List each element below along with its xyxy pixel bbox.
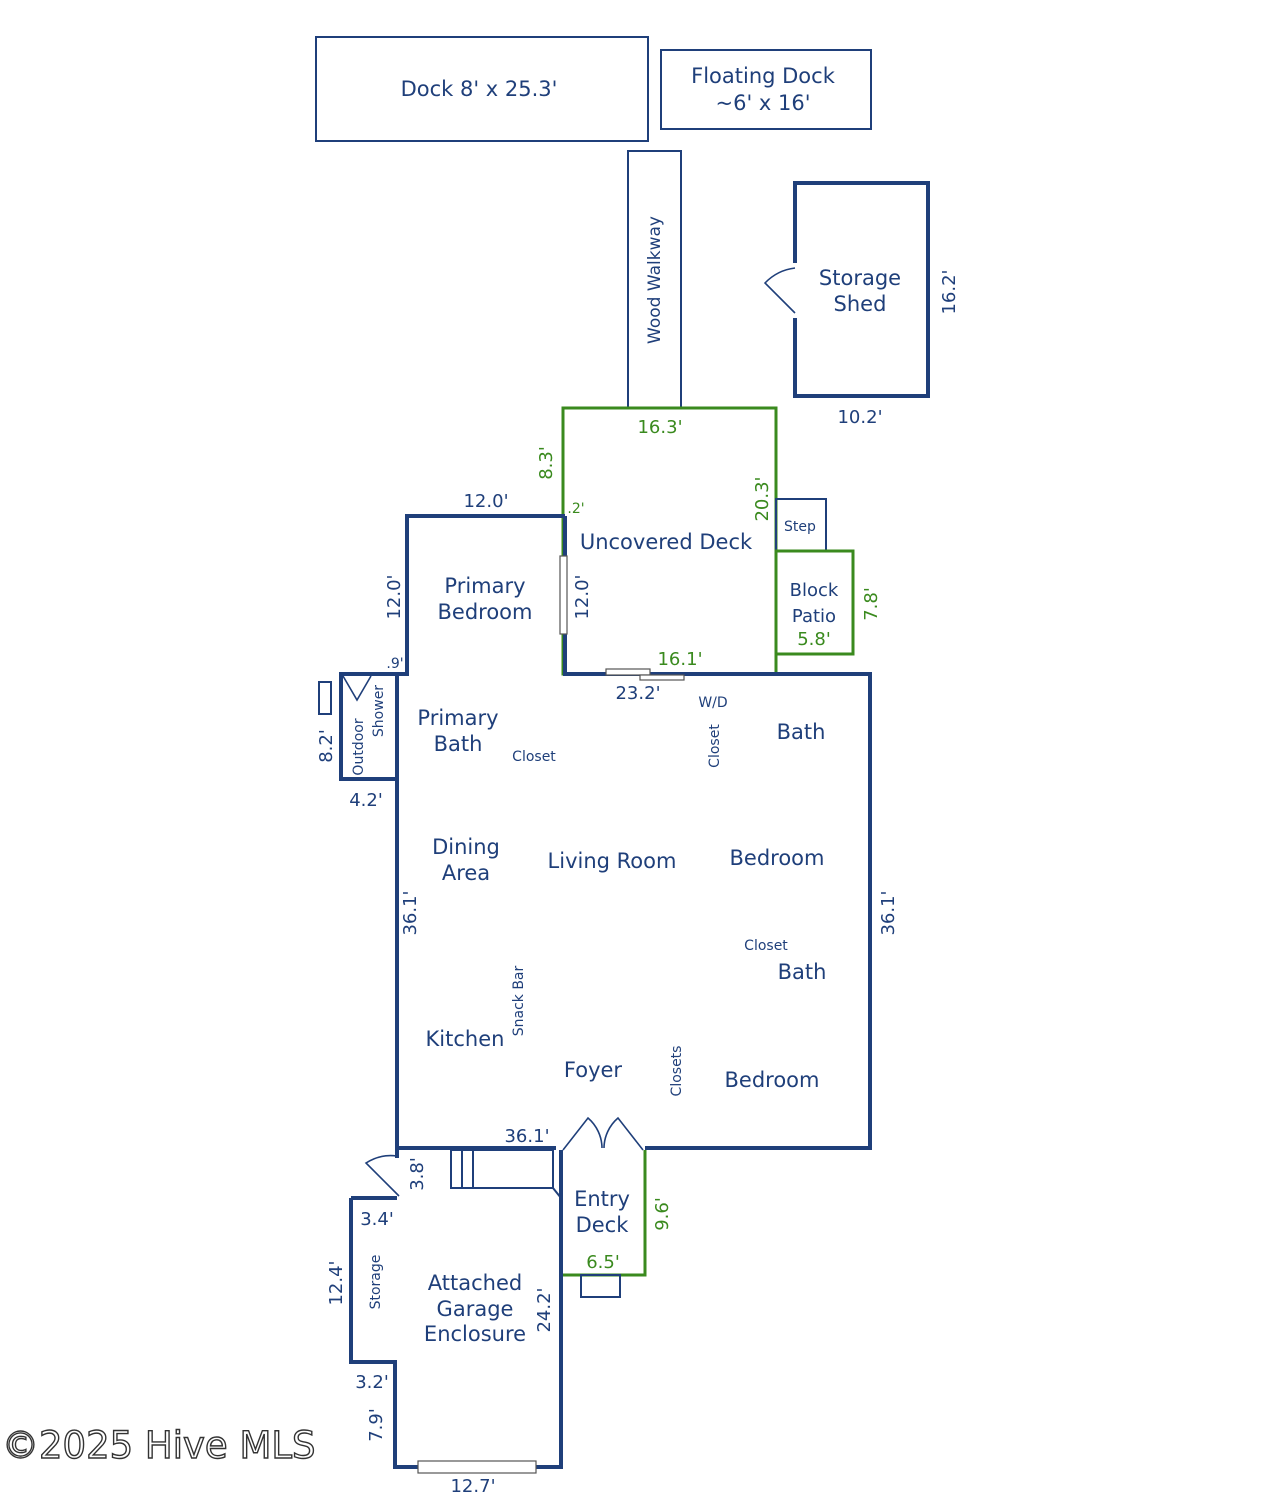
pb-top-dim: 12.0': [463, 491, 508, 512]
step-label: Step: [784, 519, 816, 535]
outdoor-width-dim: 4.2': [349, 790, 383, 811]
house-outline: [395, 514, 872, 1150]
block-patio: [774, 549, 855, 656]
shed-label-2: Shed: [834, 292, 887, 316]
floating-dock-label-1: Floating Dock: [691, 64, 836, 88]
storage-shed: [793, 181, 930, 398]
bedroom-1-label: Bedroom: [730, 846, 825, 870]
slider-door-living-2: [639, 674, 685, 681]
outdoor-label: Outdoor: [351, 718, 367, 775]
walkway-label: Wood Walkway: [645, 216, 665, 344]
house-right-dim: 36.1': [878, 890, 899, 935]
garage-label-2: Garage: [437, 1297, 514, 1321]
outdoor-height-dim: 8.2': [316, 729, 337, 763]
bedroom-closet-label: Closet: [744, 938, 788, 954]
entry-deck-label-1: Entry: [574, 1187, 630, 1211]
bedroom-2-label: Bedroom: [725, 1068, 820, 1092]
bath-2-label: Bath: [778, 960, 827, 984]
shed-width-dim: 10.2': [837, 407, 882, 428]
dining-label-1: Dining: [432, 835, 500, 859]
entry-width-dim: 6.5': [586, 1252, 620, 1273]
garage-right-dim: 24.2': [534, 1287, 555, 1332]
floating-dock-label-2: ~6' x 16': [715, 91, 810, 115]
snack-bar-label: Snack Bar: [511, 965, 527, 1036]
outdoor-shower: [339, 672, 397, 781]
garage-a-dim: 3.4': [360, 1209, 394, 1230]
uncovered-deck-label: Uncovered Deck: [580, 530, 753, 554]
garage-step-dim: 3.8': [407, 1157, 428, 1191]
deck-small-dim: .2': [567, 501, 584, 517]
slider-door-bedroom: [559, 555, 568, 635]
shed-label-1: Storage: [819, 266, 901, 290]
primary-closet-label: Closet: [512, 749, 556, 765]
patio-width-dim: 5.8': [797, 629, 831, 650]
primary-bedroom-label-1: Primary: [444, 574, 525, 598]
shower-label: Shower: [371, 685, 387, 737]
patio-height-dim: 7.8': [861, 587, 882, 621]
slider-door-living-1: [605, 668, 651, 676]
dock-label: Dock 8' x 25.3': [401, 77, 558, 101]
patio-label-1: Block: [790, 580, 839, 601]
garage-c-dim: 7.9': [366, 1408, 387, 1442]
entry-height-dim: 9.6': [652, 1197, 673, 1231]
garage-left-dim: 12.4': [326, 1260, 347, 1305]
pb-left-dim: 12.0': [384, 574, 405, 619]
deck-left-dim: 8.3': [536, 446, 557, 480]
house-left-dim: 36.1': [400, 890, 421, 935]
garage-label-3: Enclosure: [424, 1322, 526, 1346]
dock: [315, 36, 649, 142]
garage-opening: [417, 1460, 537, 1474]
shed-height-dim: 16.2': [939, 269, 960, 314]
floating-dock: [660, 49, 872, 130]
garage-label-1: Attached: [428, 1271, 522, 1295]
shed-door: [763, 267, 796, 314]
patio-label-2: Patio: [792, 606, 836, 627]
front-door: [562, 1116, 644, 1151]
kitchen-label: Kitchen: [426, 1027, 505, 1051]
entry-step: [580, 1274, 621, 1298]
primary-bedroom-label-2: Bedroom: [438, 600, 533, 624]
entry-deck-label-2: Deck: [576, 1213, 630, 1237]
storage-label: Storage: [368, 1255, 384, 1310]
bath-1-label: Bath: [777, 720, 826, 744]
garage-outline: [349, 1148, 563, 1469]
house-mid-dim: 23.2': [615, 683, 660, 704]
living-room-label: Living Room: [548, 849, 677, 873]
garage-b-dim: 3.2': [355, 1372, 389, 1393]
deck-right-dim: 20.3': [752, 476, 773, 521]
shower-door: [342, 675, 372, 702]
garage-stairs: [450, 1149, 554, 1189]
garage-door: [364, 1154, 400, 1197]
primary-bath-label-1: Primary: [417, 706, 498, 730]
hall-closet-label: Closet: [707, 724, 723, 768]
deck-bottom-dim: 16.1': [657, 649, 702, 670]
deck-top-dim: 16.3': [637, 417, 682, 438]
house-bottom-dim: 36.1': [504, 1126, 549, 1147]
closets-label: Closets: [669, 1046, 685, 1097]
wd-label: W/D: [698, 695, 727, 711]
dining-label-2: Area: [442, 861, 490, 885]
notch-dim: .9': [386, 656, 403, 672]
primary-bath-label-2: Bath: [434, 732, 483, 756]
garage-bottom-dim: 12.7': [450, 1476, 495, 1497]
foyer-label: Foyer: [564, 1058, 623, 1082]
pb-right-dim: 12.0': [572, 574, 593, 619]
shower-bench: [318, 681, 332, 715]
watermark: ©2025 Hive MLS: [2, 1424, 315, 1467]
